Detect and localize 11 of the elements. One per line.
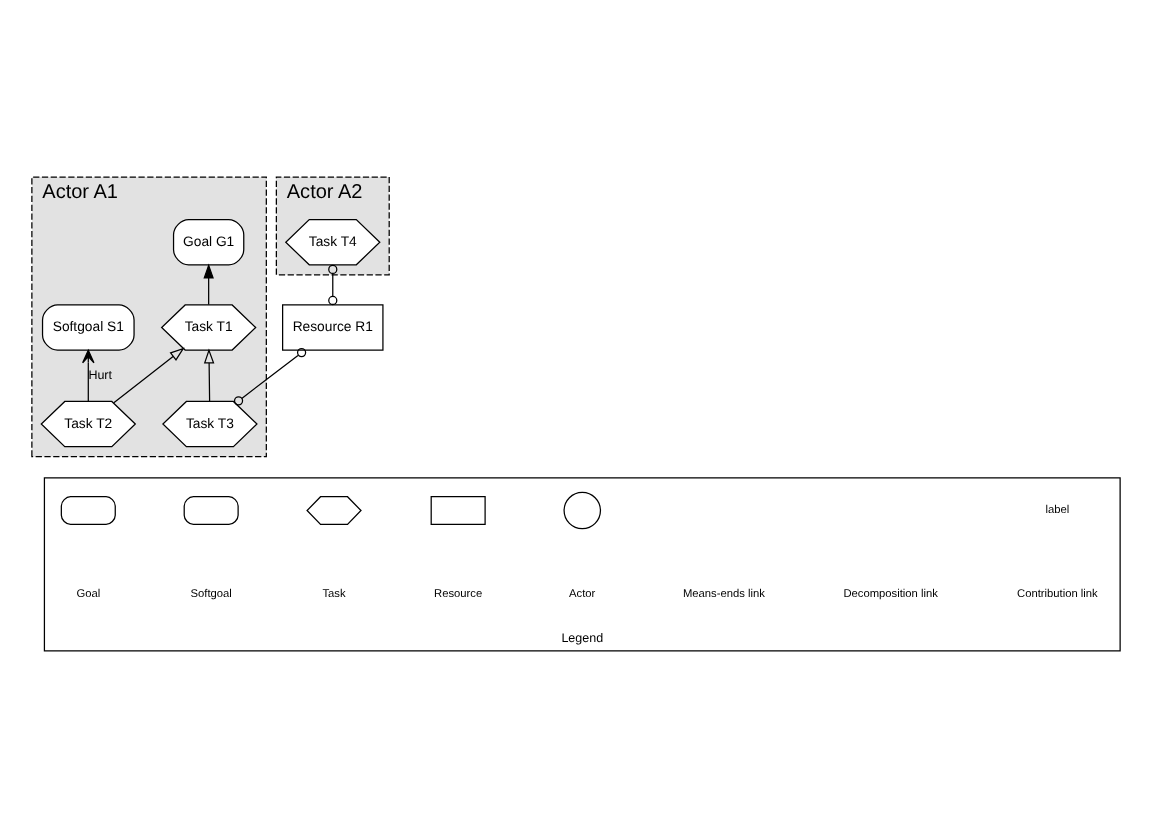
arrow <box>82 349 95 403</box>
node-hexagon <box>306 496 362 525</box>
node-cloud <box>183 496 239 525</box>
node-box <box>60 496 116 525</box>
arrow <box>113 347 185 404</box>
node-box <box>430 496 486 525</box>
connector <box>328 264 338 306</box>
arrow <box>203 348 215 403</box>
connector <box>233 347 307 406</box>
arrow <box>203 263 214 306</box>
node-circle <box>563 491 602 530</box>
